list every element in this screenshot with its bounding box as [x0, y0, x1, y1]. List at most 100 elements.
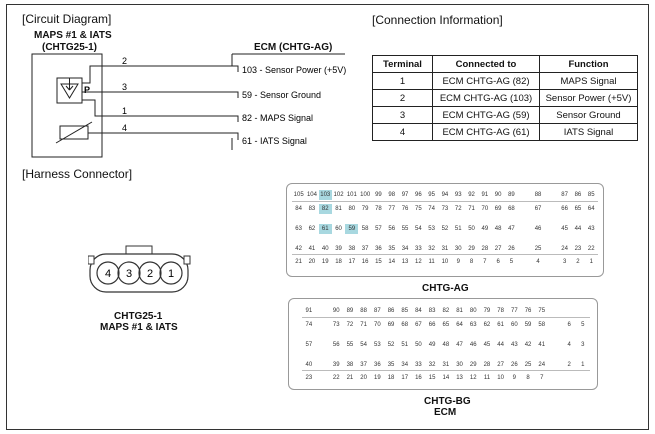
- connector-pin-number: 59: [345, 224, 359, 234]
- connector-pin-number: 29: [468, 246, 475, 252]
- connector-pin-number: 75: [414, 206, 422, 212]
- connector-pin-number: 14: [442, 375, 450, 381]
- wire-pin2: [82, 65, 232, 84]
- table-row: 3 ECM CHTG-AG (59) Sensor Ground: [372, 106, 638, 124]
- connector-pin-number: 12: [469, 375, 477, 381]
- connector-pin-number: 44: [574, 226, 582, 232]
- connector-pin-number: 22: [332, 375, 340, 381]
- connector-pin-number: 82: [318, 204, 332, 214]
- connector-pin-number: 100: [360, 192, 371, 198]
- connector-pin-number: 32: [428, 246, 435, 252]
- connector-pin-number: 67: [534, 206, 542, 212]
- connector-pin-number: 70: [374, 322, 381, 328]
- connector-pin-number: 63: [469, 322, 477, 328]
- table-cell: ECM CHTG-AG (61): [432, 123, 540, 141]
- harness-connector-title: [Harness Connector]: [22, 167, 133, 181]
- connector-pin-number: 79: [483, 308, 491, 314]
- connector-pin-number: 65: [442, 322, 450, 328]
- connector-pin-number: 25: [534, 246, 542, 252]
- connector-pin-number: 15: [428, 375, 436, 381]
- connector-pin-number: 103: [318, 190, 332, 200]
- ecm-pin-label: 82 - MAPS Signal: [242, 113, 313, 123]
- sensor-pin-label: 1: [122, 106, 127, 116]
- connector-pin-number: 24: [561, 246, 568, 252]
- table-cell: 4: [372, 123, 433, 141]
- connector-pin-number: 16: [415, 375, 422, 381]
- connector-pin-number: 39: [332, 362, 340, 368]
- connector-pin-number: 98: [388, 192, 396, 198]
- connector-pin-number: 1: [581, 362, 585, 368]
- connector-pin-number: 9: [512, 375, 517, 381]
- connector-pin-number: 8: [469, 259, 474, 265]
- connector-pin-number: 16: [361, 259, 369, 265]
- connector-pin-number: 59: [524, 322, 532, 328]
- table-cell: MAPS Signal: [539, 72, 638, 90]
- connector-pin-number: 49: [428, 342, 436, 348]
- connector-pin-number: 89: [346, 308, 354, 314]
- connector-pin-number: 26: [511, 362, 518, 368]
- connector-pin-number: 86: [574, 192, 582, 198]
- ecm-label: ECM: [434, 407, 457, 418]
- connector-pin-number: 37: [361, 246, 369, 252]
- connector-pin-number: 33: [415, 362, 422, 368]
- connector-pin-number: 61: [497, 322, 504, 328]
- connector-pin-number: 72: [346, 322, 354, 328]
- connector-pin-number: 24: [538, 362, 546, 368]
- connector-body: [89, 253, 189, 293]
- connector-pin-number: 83: [308, 206, 316, 212]
- connector-pin-number: 50: [468, 226, 475, 232]
- connector-pin-number: 70: [481, 206, 489, 212]
- connector-pin-number: 2: [567, 362, 571, 368]
- connector-latch: [125, 245, 153, 255]
- connector-pin-number: 41: [538, 342, 546, 348]
- table-cell: 3: [372, 106, 433, 124]
- connector-pin-number: 60: [511, 322, 518, 328]
- connector-pin-number: 19: [374, 375, 381, 381]
- connector-pin-number: 60: [335, 226, 342, 232]
- connector-pin-number: 93: [454, 192, 462, 198]
- connector-pin-number: 45: [483, 342, 491, 348]
- connector-pin-number: 49: [481, 226, 489, 232]
- connector-pin-number: 30: [456, 362, 463, 368]
- connector-pin-number: 50: [415, 342, 422, 348]
- table-cell: 2: [372, 89, 433, 107]
- chtg25-1-connector: 4 3 2 1: [88, 245, 191, 293]
- connector-pin-number: 48: [494, 226, 502, 232]
- table-header-row: Terminal Connected to Function: [372, 55, 638, 73]
- connector-pin-number: 3: [562, 259, 567, 265]
- connector-pin-number: 6: [496, 259, 500, 265]
- connector-pin-number: 13: [456, 375, 463, 381]
- connector-pin-number: 53: [374, 342, 381, 348]
- connector-pin-number: 28: [483, 362, 491, 368]
- connector-pin-number: 36: [374, 362, 381, 368]
- sensor-pin-label: 4: [122, 123, 127, 133]
- connector-pin-number: 11: [428, 259, 435, 265]
- connector-pin-number: 54: [360, 342, 367, 348]
- connector-pin-number: 4: [105, 268, 111, 280]
- connector-pin-number: 57: [305, 342, 313, 348]
- connector-pin-number: 26: [508, 246, 515, 252]
- connector-code: CHTG25-1: [114, 311, 163, 322]
- page-frame: [6, 4, 649, 430]
- connector-pin-number: 35: [387, 362, 395, 368]
- connector-pin-number: 56: [332, 342, 340, 348]
- connector-pin-number: 30: [454, 246, 462, 252]
- connector-pin-number: 104: [306, 192, 317, 198]
- connector-pin-number: 2: [147, 268, 153, 280]
- row-divider: [292, 254, 598, 255]
- table-cell: 1: [372, 72, 433, 90]
- connector-pin-number: 95: [428, 192, 435, 198]
- connector-pin-number: 62: [483, 322, 491, 328]
- connector-pin-number: 92: [468, 192, 475, 198]
- connector-pin-number: 83: [428, 308, 436, 314]
- connector-pin-number: 42: [295, 246, 302, 252]
- wire-pin1: [82, 99, 232, 117]
- connector-pin-number: 27: [497, 362, 504, 368]
- connector-pin-number: 105: [293, 192, 304, 198]
- connector-pin-number: 40: [321, 246, 329, 252]
- connector-pin-number: 94: [441, 192, 449, 198]
- table-cell: IATS Signal: [539, 123, 638, 141]
